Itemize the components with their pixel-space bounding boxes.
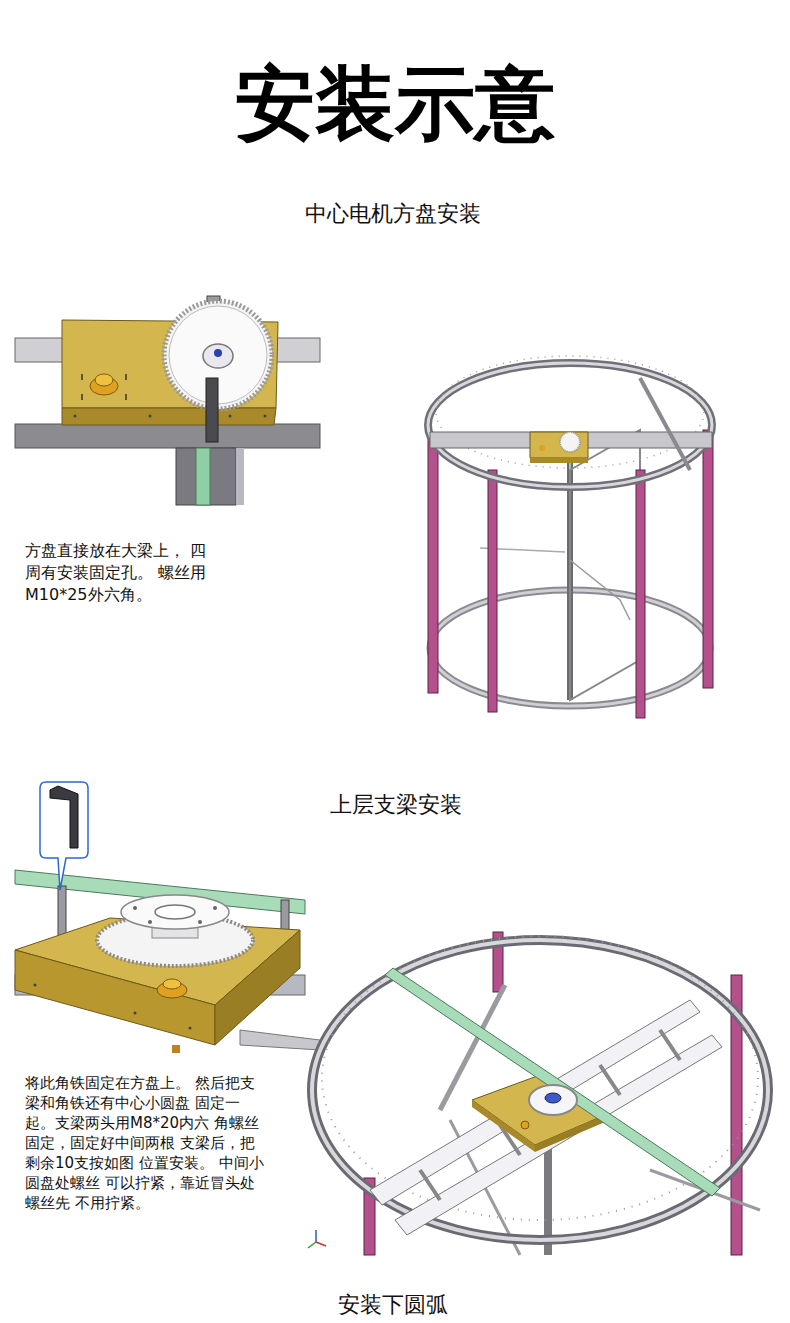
gear <box>560 432 580 452</box>
hole <box>149 415 152 418</box>
disc-bolts <box>133 906 217 924</box>
screw <box>125 394 127 400</box>
bolt <box>148 920 152 924</box>
small-disc <box>529 1085 577 1115</box>
bolt <box>213 906 217 910</box>
plate-side <box>472 1100 535 1152</box>
frame-overview-top <box>428 356 713 718</box>
door-wing <box>570 560 630 620</box>
screw <box>81 394 83 400</box>
bolt <box>198 920 202 924</box>
hole <box>189 1027 192 1030</box>
beam <box>240 1030 320 1050</box>
section-heading: 中心电机方盘安装 <box>0 200 785 229</box>
page-title: 安装示意 <box>0 64 790 144</box>
hole <box>134 1012 137 1015</box>
hole <box>34 984 37 987</box>
motor-knob <box>163 979 181 989</box>
axis-icon <box>308 1230 326 1248</box>
white-beam <box>370 1000 700 1205</box>
motor-knob <box>539 445 545 451</box>
disc-hole <box>155 905 195 919</box>
cross-beam <box>640 378 690 470</box>
white-beam <box>395 1035 722 1235</box>
shaft <box>172 1045 180 1053</box>
magenta-post <box>488 470 497 712</box>
axis <box>316 1242 326 1246</box>
top-ring <box>428 363 712 487</box>
lower-arc <box>312 940 768 1240</box>
beam-rungs <box>420 1030 680 1200</box>
fixing-holes <box>74 415 267 418</box>
top-ring <box>428 363 712 487</box>
green-beam <box>385 968 720 1196</box>
magenta-post <box>428 435 438 693</box>
plate-closeup-top <box>15 296 320 505</box>
hole <box>229 415 232 418</box>
motor-knob <box>521 1121 529 1129</box>
bracket <box>206 378 218 442</box>
pipe <box>196 448 210 505</box>
hole <box>74 415 77 418</box>
screw <box>125 374 127 380</box>
beam-closeup <box>15 782 320 1053</box>
section-heading: 上层支梁安装 <box>330 791 530 820</box>
magenta-post <box>703 430 713 688</box>
section-heading: 安装下圆弧 <box>0 1291 785 1320</box>
post <box>236 448 244 505</box>
ring-overview <box>308 932 768 1255</box>
post <box>176 448 236 505</box>
plate-side <box>530 458 588 463</box>
magenta-post <box>636 470 645 718</box>
hub-center <box>214 349 222 357</box>
ring-rail <box>436 356 704 468</box>
hub <box>203 344 233 368</box>
plate-side <box>62 408 276 425</box>
hole <box>264 415 267 418</box>
rung <box>660 1030 680 1060</box>
lower-arc <box>312 940 768 1240</box>
install-note: 方盘直接放在大梁上， 四周有安装固定孔。 螺丝用M10*25外六角。 <box>25 540 207 606</box>
fixing-holes <box>34 984 192 1030</box>
screws <box>82 374 126 400</box>
door-wing <box>570 430 640 700</box>
install-note: 将此角铁固定在方盘上。 然后把支梁和角铁还有中心小圆盘 固定一起。支梁两头用M8… <box>25 1074 265 1214</box>
square-plate <box>530 432 588 458</box>
screw <box>81 374 83 380</box>
axis <box>308 1242 316 1248</box>
beam <box>15 424 320 448</box>
axis <box>315 1230 317 1242</box>
motor-knob <box>95 374 113 386</box>
hub-center <box>545 1093 561 1103</box>
ring-rail <box>322 936 758 1220</box>
rung <box>420 1170 440 1200</box>
callout-bubble <box>40 782 88 890</box>
angle-iron-icon <box>50 786 78 848</box>
bolt <box>133 906 137 910</box>
rung <box>600 1065 620 1095</box>
plate-side <box>535 1115 605 1152</box>
small-disc <box>121 895 229 929</box>
